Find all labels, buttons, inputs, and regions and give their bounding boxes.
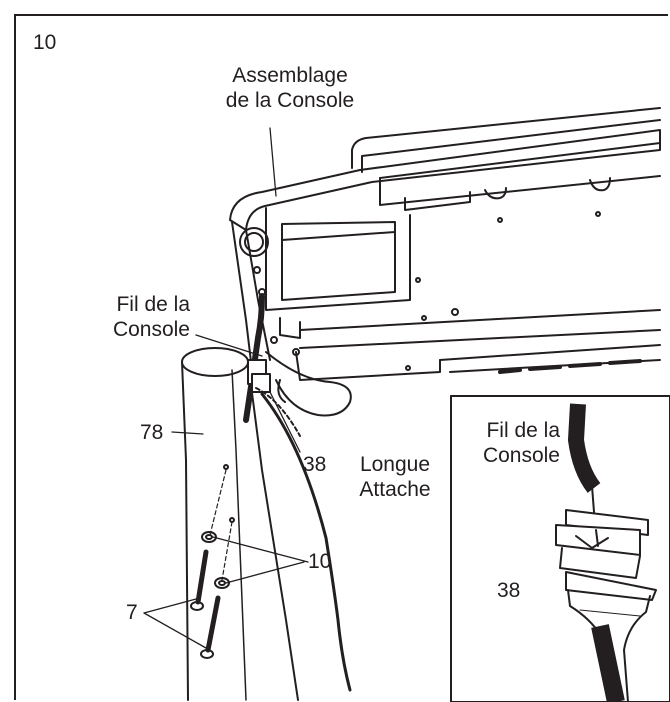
console-wire	[243, 293, 301, 437]
label-console-wire-line2: Console	[112, 318, 190, 341]
label-inset-console-wire-line1: Fil de la	[486, 419, 560, 442]
label-long-tie-line2: Attache	[359, 478, 431, 501]
bolts-and-washers	[190, 469, 233, 659]
label-inset-console-wire-line2: Console	[482, 444, 560, 467]
inset-panel	[450, 395, 670, 702]
label-long-tie-line1: Longue	[359, 453, 431, 476]
step-number: 10	[33, 31, 57, 54]
console-assembly	[229, 107, 661, 417]
label-inset-part-38: 38	[497, 579, 521, 602]
upright-tube-78	[181, 347, 299, 701]
label-console-assembly: Assemblage de la Console	[200, 63, 380, 113]
label-part-38: 38	[303, 453, 327, 476]
label-console-wire-line1: Fil de la	[116, 293, 190, 316]
label-part-7: 7	[126, 601, 138, 624]
diagram-frame	[14, 14, 668, 700]
label-part-78: 78	[140, 421, 164, 444]
label-console-wire: Fil de la Console	[60, 292, 190, 342]
label-console-assembly-line1: Assemblage	[232, 64, 348, 87]
label-inset-console-wire: Fil de la Console	[440, 418, 560, 468]
long-tie	[260, 392, 352, 692]
label-long-tie: Longue Attache	[340, 452, 450, 502]
label-part-10: 10	[308, 550, 332, 573]
label-console-assembly-line2: de la Console	[225, 89, 355, 112]
